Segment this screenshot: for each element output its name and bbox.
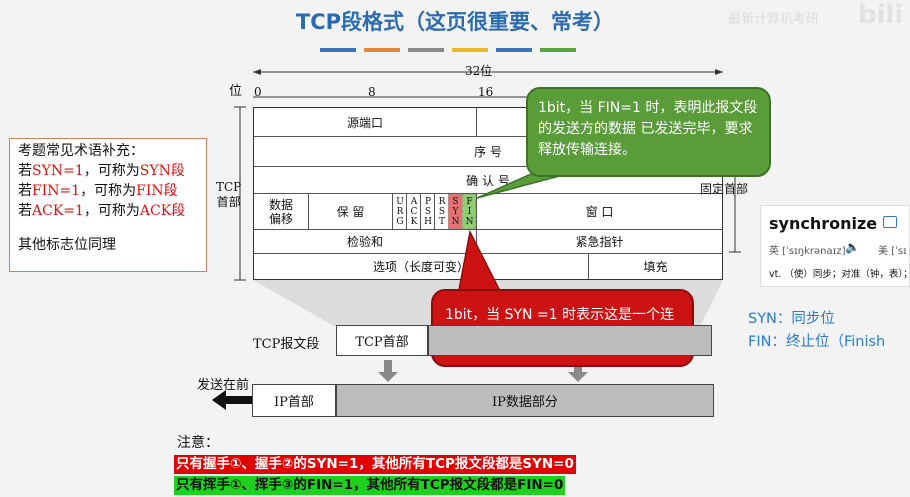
copy-icon[interactable] (883, 216, 897, 228)
title-color-bar (540, 48, 576, 52)
title-color-bar (452, 48, 488, 52)
tcp-data-box (428, 325, 712, 356)
bit-label: 位 (229, 84, 243, 99)
tick-label: 16 (478, 85, 494, 99)
fixed-header-label: 固定首部 (700, 182, 749, 196)
notes-label: 注意： (177, 435, 219, 451)
header-row: 选项（长度可变） 填充 (254, 254, 722, 279)
tcp-header-label: TCP 首部 (216, 180, 242, 209)
padding-field: 填充 (588, 254, 722, 279)
ack-flag: ACK (406, 194, 420, 229)
psh-flag: PSH (420, 194, 434, 229)
syn-glossary: SYN：同步位 (748, 311, 835, 327)
dest-port-field (476, 108, 722, 136)
tick-label: 8 (368, 85, 376, 99)
title-color-bar (364, 48, 400, 52)
tcp-segment-label: TCP报文段 (253, 337, 320, 352)
watermark-text: 最新计算机考研 (728, 12, 820, 27)
dictionary-word: synchronize (769, 214, 878, 233)
urg-flag: URG (392, 194, 406, 229)
syn-note: 只有握手①、握手②的SYN=1，其他所有TCP报文段都是SYN=0 (174, 455, 576, 474)
data-offset-field: 数据 偏移 (268, 197, 293, 226)
fin-note: 只有挥手①、挥手③的FIN=1，其他所有TCP报文段都是FIN=0 (174, 476, 566, 495)
tick-label: 0 (254, 85, 262, 99)
note-heading: 考题常见术语补充： (18, 143, 144, 159)
note-footer: 其他标志位同理 (18, 237, 116, 253)
width-label: 32位 (465, 64, 493, 78)
fin-glossary: FIN：终止位（Finish (748, 334, 886, 350)
source-port-field: 源端口 (346, 115, 383, 130)
tcp-header-box: TCP首部 (336, 325, 428, 356)
reserved-field: 保 留 (308, 194, 392, 229)
page-title: TCP段格式（这页很重要、常考） (295, 10, 615, 34)
header-row: 数据 偏移 保 留 URG ACK PSH RST SYN FIN 窗 口 (254, 194, 722, 230)
urgent-pointer-field: 紧急指针 (476, 230, 722, 253)
fin-callout: 1bit，当 FIN=1 时，表明此报文段的发送方的数据 已发送完毕，要求释放传… (526, 87, 771, 177)
terminology-note: 考题常见术语补充： 若SYN=1，可称为SYN段 若FIN=1，可称为FIN段 … (9, 138, 207, 272)
window-field: 窗 口 (476, 194, 722, 229)
sequence-number-field: 序 号 (474, 145, 502, 159)
fin-flag: FIN (462, 194, 476, 229)
title-color-bar (408, 48, 444, 52)
bilibili-logo: bili (858, 0, 904, 30)
ip-header-box: IP首部 (252, 384, 336, 417)
dictionary-card: synchronize 英 [ˈsɪŋkrənaɪz] 🔈 美 [ˈsɪ vt.… (760, 205, 910, 287)
ack-number-field: 确 认 号 (466, 173, 510, 188)
rst-flag: RST (434, 194, 448, 229)
note-line: 若SYN=1，可称为SYN段 (18, 163, 185, 179)
phonetic-uk: 英 [ˈsɪŋkrənaɪz] (769, 246, 846, 257)
header-row: 检验和 紧急指针 (254, 230, 722, 254)
syn-flag: SYN (448, 194, 462, 229)
header-row: 序 号 (254, 137, 722, 167)
phonetic-us: 美 [ˈsɪ (878, 246, 907, 257)
options-field: 选项（长度可变） (372, 260, 469, 274)
title-color-bar (496, 48, 532, 52)
note-line: 若FIN=1，可称为FIN段 (18, 183, 178, 199)
send-first-label: 发送在前 (197, 378, 250, 393)
ip-data-box: IP数据部分 (336, 384, 714, 417)
header-row: 源端口 (254, 108, 722, 137)
speaker-icon[interactable]: 🔈 (845, 240, 860, 254)
title-color-bar (320, 48, 356, 52)
checksum-field: 检验和 (346, 235, 383, 249)
note-line: 若ACK=1，可称为ACK段 (18, 203, 186, 219)
dictionary-definition: vt. （使）同步；对准（钟，表）； (769, 269, 910, 280)
